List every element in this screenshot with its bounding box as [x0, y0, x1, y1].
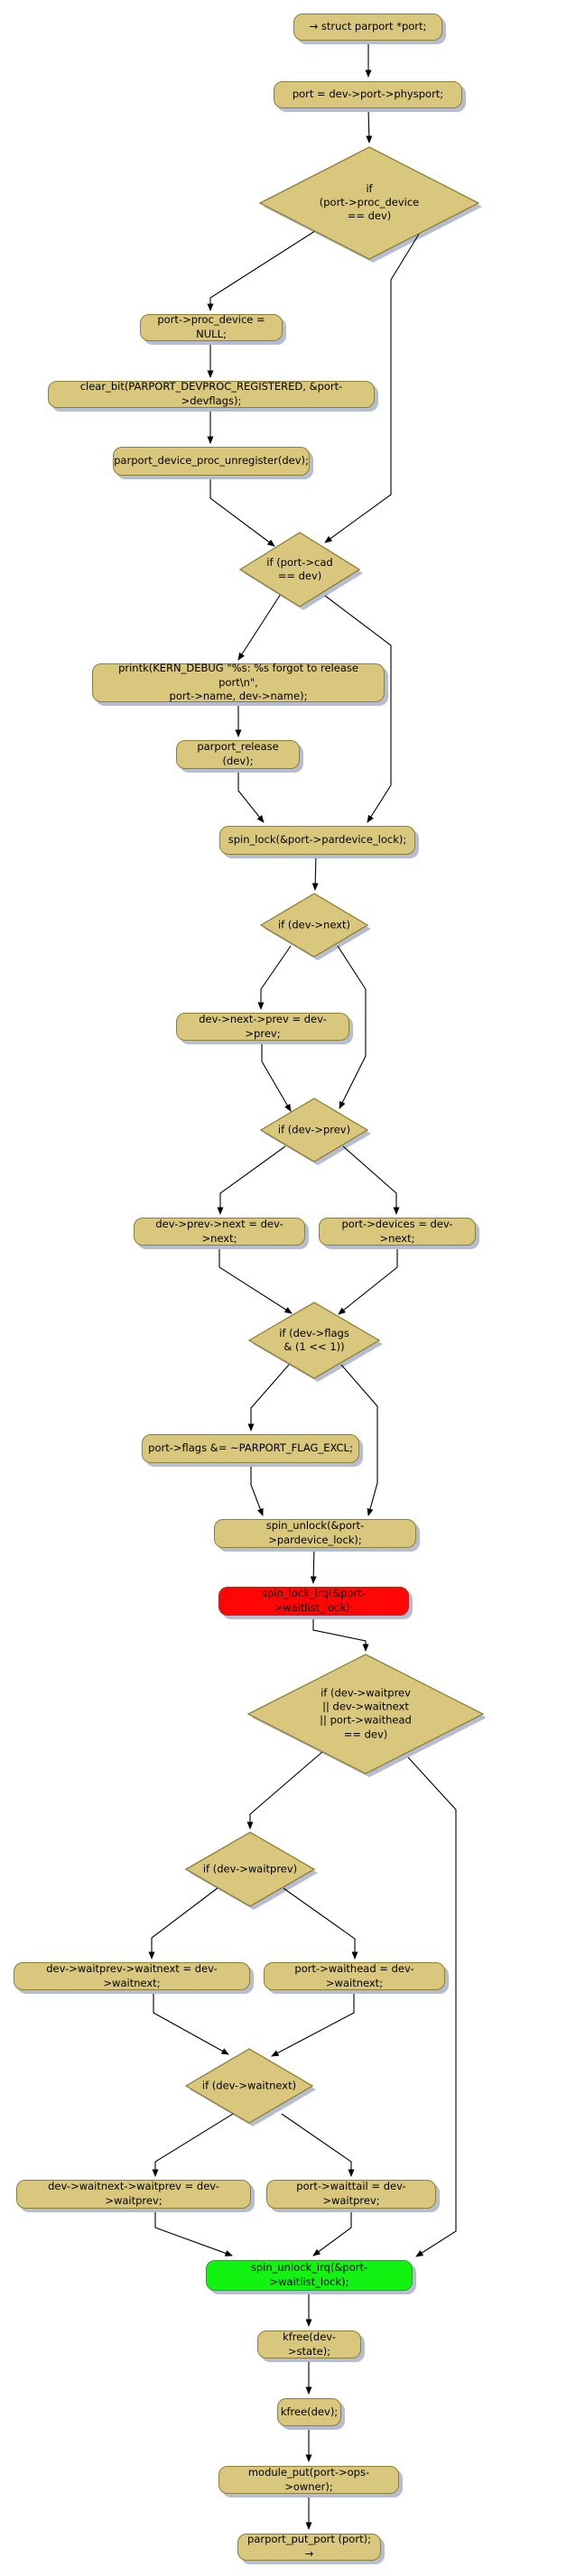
decision-cad-label: if (port->cad == dev): [266, 555, 333, 582]
node-clear-excl-flag: port->flags &= ~PARPORT_FLAG_EXCL;: [142, 1434, 359, 1463]
decision-dev-prev-label: if (dev->prev): [277, 1123, 351, 1136]
node-dev-prev-next: dev->prev->next = dev->next;: [134, 1218, 305, 1246]
node-port-waithead: port->waithead = dev->waitnext;: [264, 1962, 445, 1990]
node-proc-unregister: parport_device_proc_unregister(dev);: [113, 447, 310, 476]
node-spin-unlock-pardevice: spin_unlock(&port->pardevice_lock);: [214, 1519, 416, 1548]
node-dev-next-prev: dev->next->prev = dev->prev;: [176, 1013, 349, 1041]
node-spin-lock-irq-waitlist: spin_lock_irq(&port->waitlist_lock);: [218, 1587, 409, 1616]
node-parport-release: parport_release (dev);: [176, 740, 300, 769]
node-port-devices: port->devices = dev->next;: [319, 1218, 476, 1246]
node-printk-forgot-release: printk(KERN_DEBUG "%s: %s forgot to rele…: [92, 662, 385, 702]
node-waitprev-waitnext: dev->waitprev->waitnext = dev->waitnext;: [14, 1962, 250, 1990]
decision-flags-excl: [247, 1302, 381, 1379]
decision-proc-device-eq-dev: [258, 146, 480, 260]
node-clear-bit-devproc: clear_bit(PARPORT_DEVPROC_REGISTERED, &p…: [48, 380, 375, 408]
node-module-put: module_put(port->ops->owner);: [218, 2466, 399, 2494]
decision-flags-excl-label: if (dev->flags & (1 << 1)): [279, 1326, 349, 1353]
node-spin-unlock-irq-waitlist: spin_unlock_irq(&port->waitlist_lock);: [206, 2260, 413, 2291]
node-assign-port-physport: port = dev->port->physport;: [274, 81, 462, 108]
decision-dev-waitnext-label: if (dev->waitnext): [201, 2079, 297, 2092]
decision-waitlist-label: if (dev->waitprev || dev->waitnext || po…: [320, 1686, 412, 1741]
node-proc-device-null: port->proc_device = NULL;: [140, 313, 283, 341]
node-kfree-dev: kfree(dev);: [277, 2398, 341, 2426]
decision-dev-waitprev-label: if (dev->waitprev): [202, 1862, 298, 1876]
node-port-waittail: port->waittail = dev->waitprev;: [266, 2180, 436, 2209]
decision-dev-next: [259, 893, 369, 958]
decision-dev-next-label: if (dev->next): [277, 918, 351, 931]
decision-dev-waitprev: [184, 1831, 316, 1907]
node-start: → struct parport *port;: [293, 14, 442, 41]
decision-waitlist-membership: [246, 1654, 485, 1774]
decision-cad-eq-dev: [238, 532, 361, 607]
decision-dev-waitnext: [184, 2048, 314, 2124]
decision-proc-device-label: if (port->proc_device == dev): [319, 182, 420, 223]
node-parport-put-port: parport_put_port (port); →: [237, 2533, 381, 2561]
node-spin-lock-pardevice: spin_lock(&port->pardevice_lock);: [219, 826, 415, 855]
node-waitnext-waitprev: dev->waitnext->waitprev = dev->waitprev;: [16, 2180, 251, 2209]
node-kfree-state: kfree(dev->state);: [257, 2330, 361, 2358]
decision-dev-prev: [259, 1098, 369, 1163]
